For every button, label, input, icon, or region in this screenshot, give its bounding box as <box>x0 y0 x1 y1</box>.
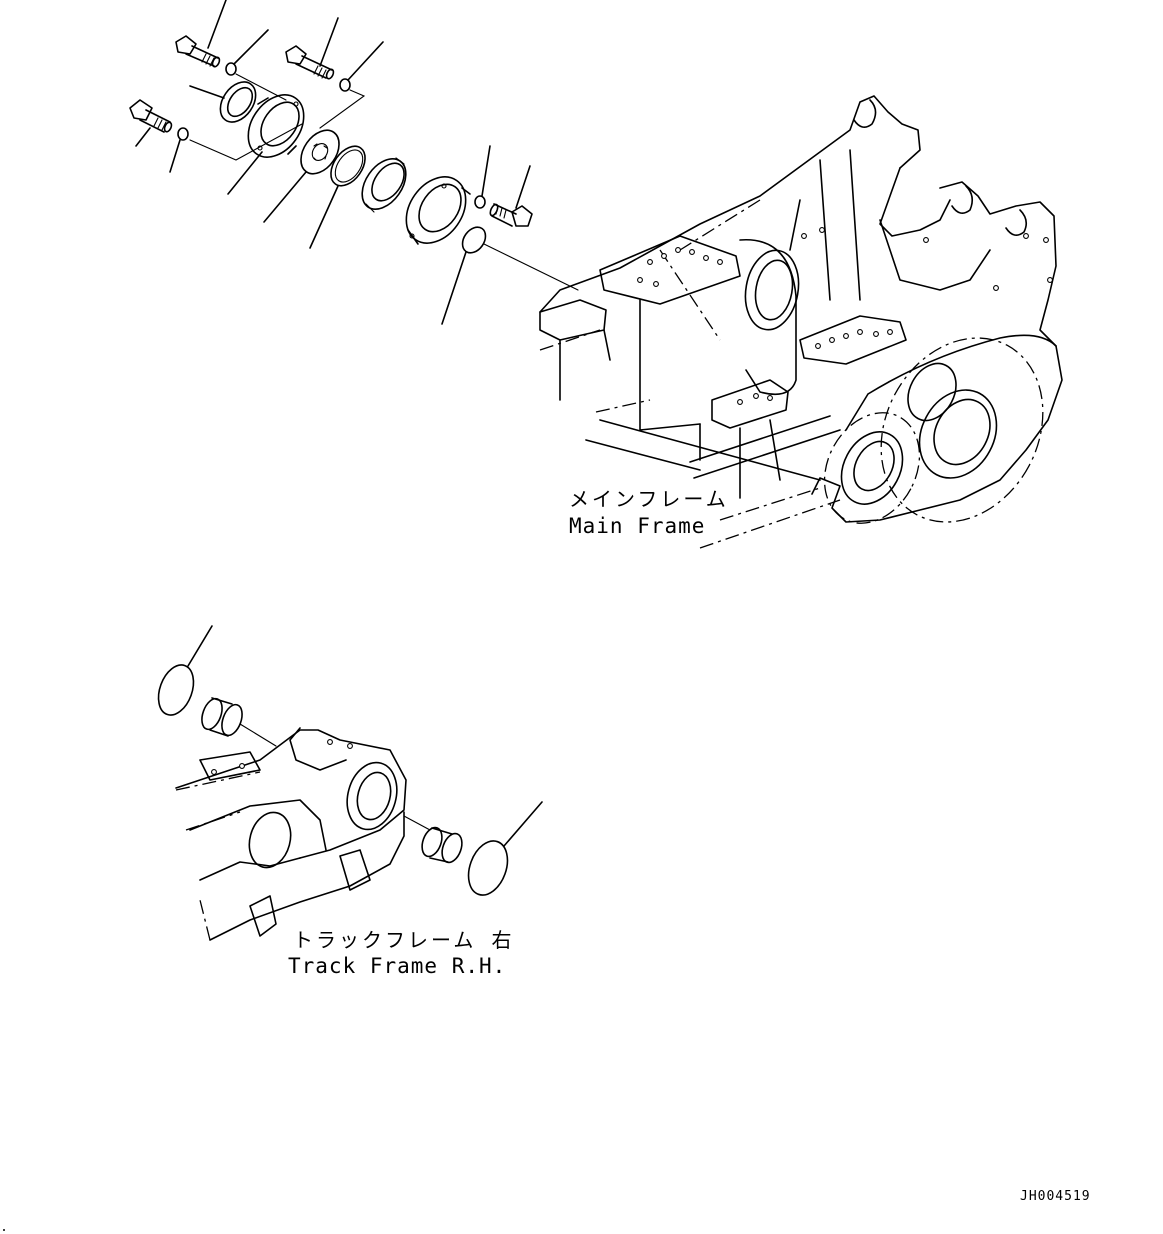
drawing-code: JH004519 <box>1020 1189 1091 1204</box>
track-bushing-right <box>421 826 463 864</box>
leader-washer-4 <box>481 145 491 197</box>
track-o-ring-right <box>467 840 509 896</box>
bolt-2 <box>285 45 335 80</box>
washer-1 <box>225 62 237 76</box>
leader-seal <box>189 85 225 99</box>
leader-lock-plate <box>263 171 307 223</box>
exploded-parts-group <box>129 0 579 325</box>
frame-bolt-holes <box>637 227 1053 405</box>
bearing <box>361 157 407 213</box>
bolt-3 <box>129 99 173 133</box>
shim-ring <box>330 145 366 187</box>
frame-bore <box>744 249 800 331</box>
track-assembly-line-left <box>239 723 277 747</box>
track-boss <box>346 761 398 831</box>
frame-boss-upper <box>907 362 957 422</box>
washer-3 <box>177 127 189 141</box>
assembly-line <box>189 73 366 161</box>
washer-2 <box>339 78 351 92</box>
leader-washer-3 <box>169 139 181 173</box>
leader-bolt-4 <box>515 165 531 209</box>
cap <box>247 94 305 158</box>
bolt-1 <box>175 35 221 68</box>
frame-boss-large <box>918 389 998 479</box>
track-bushing-left <box>201 697 243 737</box>
leader-washer-1 <box>233 29 269 65</box>
track-frame-label-en: Track Frame R.H. <box>288 954 507 978</box>
track-assembly-line-right <box>403 815 431 831</box>
frame-boss-inner <box>933 398 991 466</box>
lock-plate <box>300 129 340 175</box>
leader-bolt-2 <box>319 17 339 67</box>
retainer <box>405 176 471 245</box>
corner-mark <box>3 1229 5 1231</box>
main-frame-label-en: Main Frame <box>569 514 706 538</box>
track-frame-label-jp: トラックフレーム 右 <box>293 928 515 952</box>
shim-ring-inner <box>334 149 364 183</box>
o-ring <box>461 226 487 254</box>
frame-boss-small <box>840 431 904 505</box>
leader-track-o-ring-right <box>503 801 543 847</box>
washer-4 <box>474 195 486 209</box>
seal <box>219 81 257 123</box>
leader-shim-ring <box>309 185 339 249</box>
track-o-ring-left <box>157 664 195 716</box>
leader-track-o-ring-left <box>187 625 213 667</box>
leader-o-ring <box>441 251 467 325</box>
main-frame <box>539 95 1063 549</box>
leader-bolt-3 <box>135 127 151 147</box>
assembly-line-to-frame <box>483 243 579 291</box>
leader-bolt-1 <box>207 0 227 49</box>
bolt-4 <box>489 203 533 227</box>
track-frame <box>157 625 543 941</box>
leader-cap <box>227 151 263 195</box>
main-frame-label-jp: メインフレーム <box>569 487 729 511</box>
leader-washer-2 <box>347 41 384 81</box>
